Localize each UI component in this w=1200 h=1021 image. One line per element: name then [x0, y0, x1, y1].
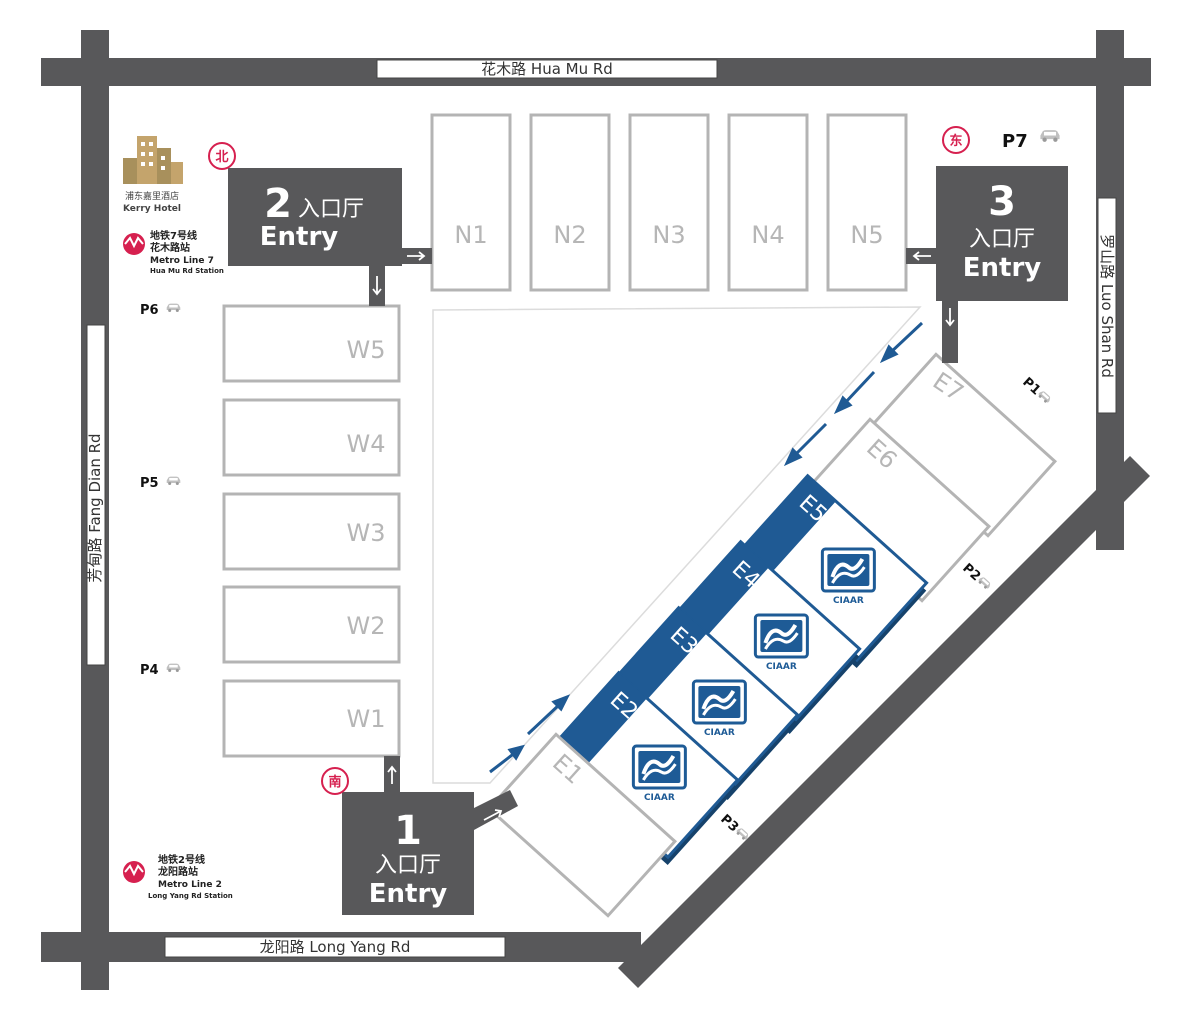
hall-w5[interactable] — [222, 304, 401, 383]
south-road-name: 龙阳路 Long Yang Rd — [260, 938, 411, 956]
entry-1-cn: 入口厅 — [375, 853, 441, 878]
east-road-label-box — [1097, 197, 1117, 414]
hall-e5-band — [738, 475, 836, 579]
hall-n1[interactable] — [430, 113, 512, 292]
metro7-line-cn: 地铁7号线 — [150, 229, 197, 242]
metro-line-7: 地铁7号线 花木路站 Metro Line 7 Hua Mu Rd Statio… — [123, 229, 224, 275]
hall-w3-label: W3 — [347, 519, 386, 547]
hall-w2-label: W2 — [347, 612, 386, 640]
entry-2[interactable] — [228, 168, 402, 266]
metro2-line-cn: 地铁2号线 — [158, 853, 205, 866]
roads: 花木路 Hua Mu Rd 龙阳路 Long Yang Rd 芳甸路 Fang … — [41, 30, 1151, 990]
arrow-north-1 — [879, 321, 924, 364]
hall-n2-label: N2 — [553, 221, 586, 249]
hall-n1-label: N1 — [454, 221, 487, 249]
metro7-station-en: Hua Mu Rd Station — [150, 267, 224, 275]
car-icon — [1040, 130, 1060, 142]
car-icon — [166, 663, 181, 673]
metro7-station-cn: 花木路站 — [150, 241, 190, 254]
car-icon — [166, 476, 181, 486]
entry-2-en: Entry — [260, 222, 339, 252]
arrow-north-2 — [833, 370, 876, 415]
corridor-entry3-e7 — [942, 301, 958, 363]
hotel-name-cn: 浦东嘉里酒店 — [125, 190, 179, 202]
north-marker — [208, 142, 236, 170]
north-halls: N1 N2 N3 N4 N5 — [430, 113, 908, 292]
metro2-station-cn: 龙阳路站 — [157, 865, 198, 878]
entry-3-cn: 入口厅 — [969, 227, 1035, 252]
hall-w4-label: W4 — [347, 430, 386, 458]
hall-n4-label: N4 — [751, 221, 784, 249]
entry-3[interactable] — [936, 166, 1068, 301]
hall-n3[interactable] — [628, 113, 710, 292]
car-icon — [977, 575, 992, 591]
hall-w1[interactable] — [222, 679, 401, 758]
entry-3-number: 3 — [988, 179, 1016, 225]
hall-w1-label: W1 — [347, 705, 386, 733]
metro2-station-en: Long Yang Rd Station — [148, 892, 233, 900]
parking-p4-label: P4 — [140, 663, 159, 678]
metro-line-2: 地铁2号线 龙阳路站 Metro Line 2 Long Yang Rd Sta… — [123, 853, 233, 900]
hall-n4[interactable] — [727, 113, 809, 292]
car-icon — [1037, 389, 1052, 405]
east-marker — [942, 126, 970, 154]
east-road-name: 罗山路 Luo Shan Rd — [1098, 234, 1116, 378]
hotel-icon — [123, 136, 183, 184]
east-marker-label: 东 — [949, 133, 962, 149]
entry-1-en: Entry — [369, 879, 448, 909]
hall-w5-label: W5 — [347, 336, 386, 364]
corridors — [369, 248, 958, 830]
arrow-south-2 — [526, 694, 571, 736]
parking-p6-label: P6 — [140, 303, 159, 318]
hotel-name-en: Kerry Hotel — [123, 204, 181, 214]
north-road-label-box — [376, 59, 718, 79]
hall-w4[interactable] — [222, 398, 401, 477]
metro7-line-en: Metro Line 7 — [150, 256, 214, 266]
central-plaza — [432, 306, 922, 784]
west-road-label-box — [86, 324, 106, 666]
east-halls: E7 E6 E5 E4 E3 — [486, 352, 1058, 918]
hall-e4-band — [671, 541, 769, 645]
metro-icon — [123, 861, 145, 883]
metro2-line-en: Metro Line 2 — [158, 880, 222, 890]
west-road-name: 芳甸路 Fang Dian Rd — [86, 433, 104, 582]
south-road-label-box — [164, 936, 506, 958]
car-icon — [166, 303, 181, 313]
hall-n2[interactable] — [529, 113, 611, 292]
hall-w3[interactable] — [222, 492, 401, 571]
hall-e1[interactable] — [486, 732, 678, 918]
hall-n5[interactable] — [826, 113, 908, 292]
north-marker-label: 北 — [215, 150, 228, 165]
diagonal-road — [618, 456, 1150, 988]
entry-2-number: 2 — [264, 181, 292, 227]
kerry-hotel: 浦东嘉里酒店 Kerry Hotel — [123, 136, 183, 214]
west-halls: W5 W4 W3 W2 W1 — [222, 304, 401, 758]
south-marker-label: 南 — [328, 774, 341, 790]
entry-1-number: 1 — [394, 808, 422, 854]
flow-arrows — [489, 321, 924, 774]
entry-2-cn: 入口厅 — [298, 197, 364, 222]
hall-w2[interactable] — [222, 585, 401, 664]
hall-n3-label: N3 — [652, 221, 685, 249]
entries: 2 入口厅 Entry 3 入口厅 Entry 1 入口厅 Entry — [228, 166, 1068, 915]
parking-p7-label: P7 — [1002, 131, 1028, 152]
metro-icon — [123, 233, 145, 255]
arrow-south-1 — [489, 744, 525, 774]
direction-markers: 北 东 南 — [208, 126, 970, 795]
south-marker — [321, 767, 349, 795]
entry-3-en: Entry — [963, 253, 1042, 283]
entry-1[interactable] — [342, 792, 474, 915]
north-road-name: 花木路 Hua Mu Rd — [481, 60, 613, 78]
parking-p5-label: P5 — [140, 476, 159, 491]
hall-n5-label: N5 — [850, 221, 883, 249]
arrow-north-3 — [783, 422, 828, 467]
